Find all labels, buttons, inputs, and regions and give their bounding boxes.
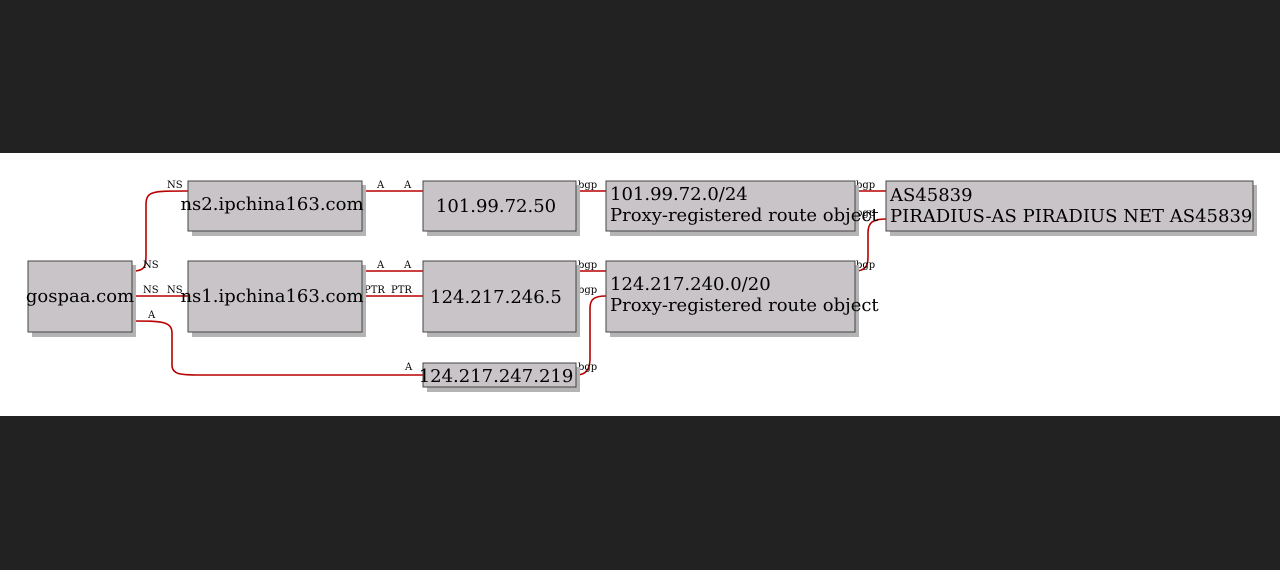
edge-label-a: A	[376, 180, 385, 191]
edges	[132, 190, 887, 376]
node-label-line2: PIRADIUS-AS PIRADIUS NET AS45839	[890, 206, 1252, 227]
node-route1: 101.99.72.0/24 Proxy-registered route ob…	[605, 180, 879, 236]
node-gospaa: gospaa.com	[26, 260, 136, 337]
node-ip1: 101.99.72.50	[422, 180, 580, 236]
edge-label-ptr: PTR	[364, 285, 385, 296]
edge-label-bgp: bgp	[856, 260, 875, 271]
node-label-line2: Proxy-registered route object	[610, 205, 879, 226]
edge-label-a: A	[376, 260, 385, 271]
edge-label-bgp: bgp	[856, 208, 875, 219]
edge-label-ns: NS	[143, 285, 159, 296]
edge-gospaa-ip3	[132, 320, 423, 376]
edge-label-ns: NS	[167, 180, 183, 191]
edge-label-bgp: bgp	[578, 362, 597, 373]
node-label: ns1.ipchina163.com	[180, 286, 363, 307]
edge-label-bgp: bgp	[578, 260, 597, 271]
edge-route2-as	[854, 218, 887, 272]
node-label: 101.99.72.50	[436, 196, 556, 217]
edge-label-a: A	[147, 310, 156, 321]
edge-label-ptr: PTR	[391, 285, 412, 296]
node-label: 124.217.247.219	[419, 366, 574, 387]
edge-label-ns: NS	[167, 285, 183, 296]
edge-label-bgp: bgp	[578, 285, 597, 296]
node-label: ns2.ipchina163.com	[180, 194, 363, 215]
edge-label-a: A	[403, 260, 412, 271]
node-ip3: 124.217.247.219	[419, 362, 580, 392]
node-label-line1: 124.217.240.0/20	[610, 274, 771, 295]
node-route2: 124.217.240.0/20 Proxy-registered route …	[605, 260, 879, 337]
node-ip2: 124.217.246.5	[422, 260, 580, 337]
node-ns2: ns2.ipchina163.com	[180, 180, 366, 236]
node-ns1: ns1.ipchina163.com	[180, 260, 366, 337]
diagram-canvas: NS NS NS NS A A A A A PTR PTR A bgp bgp …	[0, 153, 1280, 416]
node-label-line1: AS45839	[889, 185, 973, 206]
node-label-line2: Proxy-registered route object	[610, 295, 879, 316]
edge-labels: NS NS NS NS A A A A A PTR PTR A bgp bgp …	[143, 180, 875, 373]
edge-ip3-route2	[575, 295, 607, 376]
edge-label-a: A	[404, 362, 413, 373]
edge-label-ns: NS	[143, 260, 159, 271]
edge-label-bgp: bgp	[578, 180, 597, 191]
edge-label-a: A	[403, 180, 412, 191]
edge-label-bgp: bgp	[856, 180, 875, 191]
node-as: AS45839 PIRADIUS-AS PIRADIUS NET AS45839	[885, 180, 1257, 236]
network-graph: NS NS NS NS A A A A A PTR PTR A bgp bgp …	[26, 180, 1257, 392]
edge-gospaa-ns2	[132, 190, 189, 272]
node-label: 124.217.246.5	[430, 287, 562, 308]
node-label: gospaa.com	[26, 286, 134, 307]
node-label-line1: 101.99.72.0/24	[610, 184, 748, 205]
